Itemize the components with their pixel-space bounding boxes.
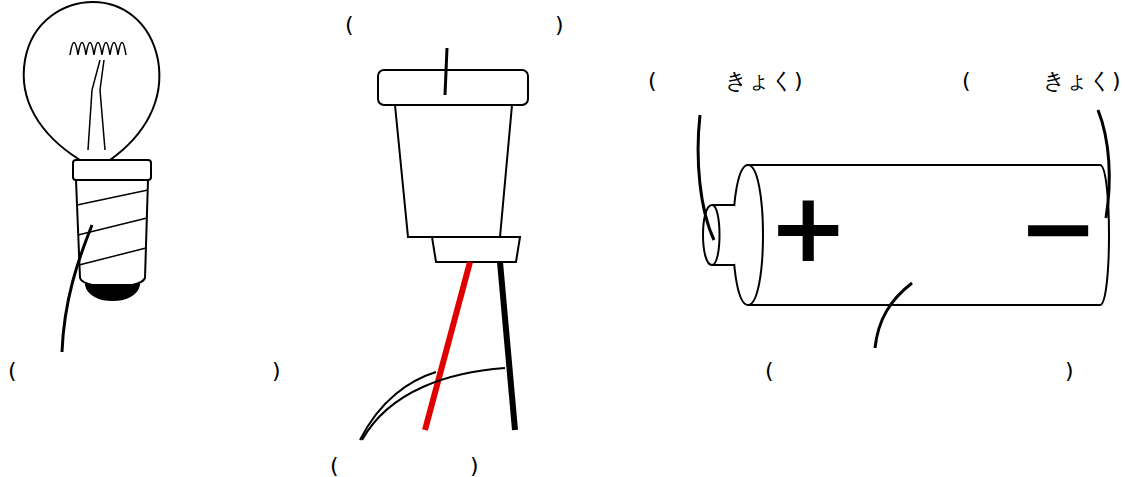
leader-line <box>875 283 912 348</box>
bracket: ) <box>272 360 281 382</box>
bracket: ( <box>330 455 339 477</box>
plus-sign: + <box>768 180 848 276</box>
leader-line <box>362 368 505 440</box>
leader-line <box>360 372 436 440</box>
leader-line <box>445 48 447 95</box>
leader-line <box>1098 110 1109 218</box>
terminal-label: きょく) <box>1043 70 1121 92</box>
bracket: ( <box>648 70 657 92</box>
bracket: ( <box>8 360 17 382</box>
leader-line <box>698 115 714 240</box>
bracket: ) <box>470 455 479 477</box>
leader-line <box>62 225 92 352</box>
minus-sign: − <box>1018 180 1098 276</box>
bracket: ( <box>345 14 354 36</box>
light-bulb <box>24 2 160 300</box>
red-wire <box>425 262 470 430</box>
terminal-label: きょく) <box>725 70 803 92</box>
socket <box>378 70 528 262</box>
bracket: ) <box>1065 360 1074 382</box>
bracket: ( <box>962 70 971 92</box>
bracket: ) <box>555 14 564 36</box>
black-wire <box>500 262 515 430</box>
battery <box>703 165 1109 305</box>
bracket: ( <box>765 360 774 382</box>
